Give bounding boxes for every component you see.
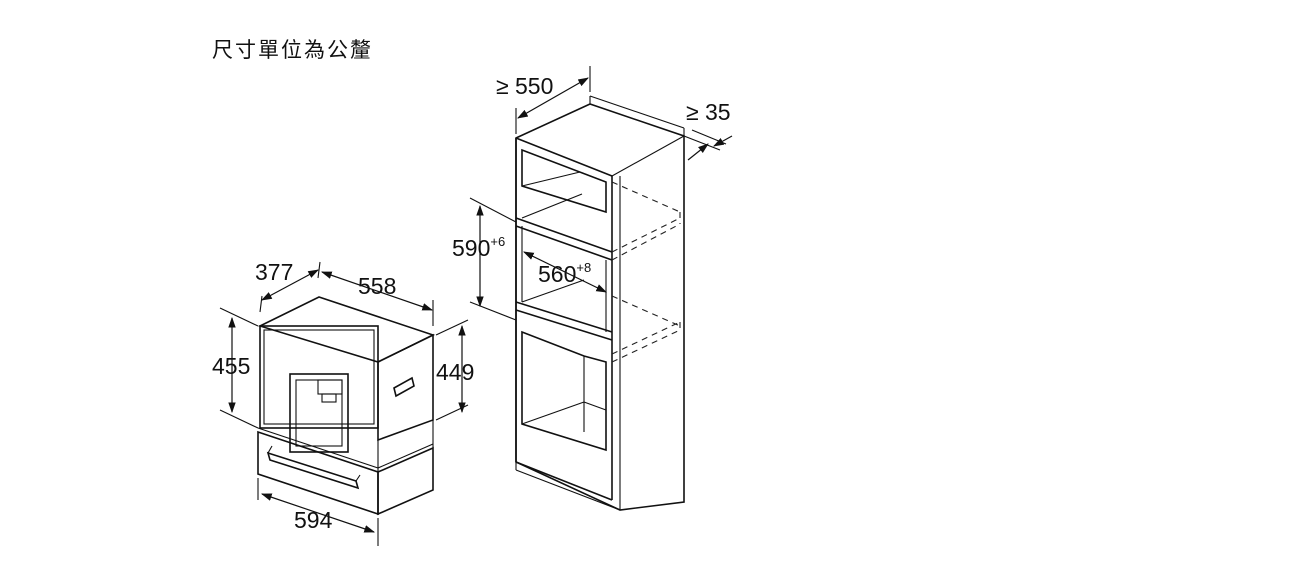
cabinet-drawing: [515, 95, 685, 511]
label-min-gap: ≥ 35: [686, 99, 731, 125]
cabinet-dashed-guides: [611, 181, 681, 363]
label-min-depth: ≥ 550: [496, 73, 553, 99]
label-height-body: 449: [436, 359, 474, 385]
label-niche-width: 560+8: [538, 260, 591, 287]
cabinet-dimension-lines: [469, 66, 733, 321]
label-height-front: 455: [212, 353, 250, 379]
label-niche-height: 590+6: [452, 234, 505, 261]
units-note: 尺寸單位為公釐: [212, 38, 373, 62]
appliance-dimension-lines: [219, 261, 469, 546]
label-side-depth: 377: [255, 259, 293, 285]
label-width: 594: [294, 507, 333, 533]
label-depth: 558: [358, 273, 396, 299]
appliance-drawing: [257, 296, 436, 516]
